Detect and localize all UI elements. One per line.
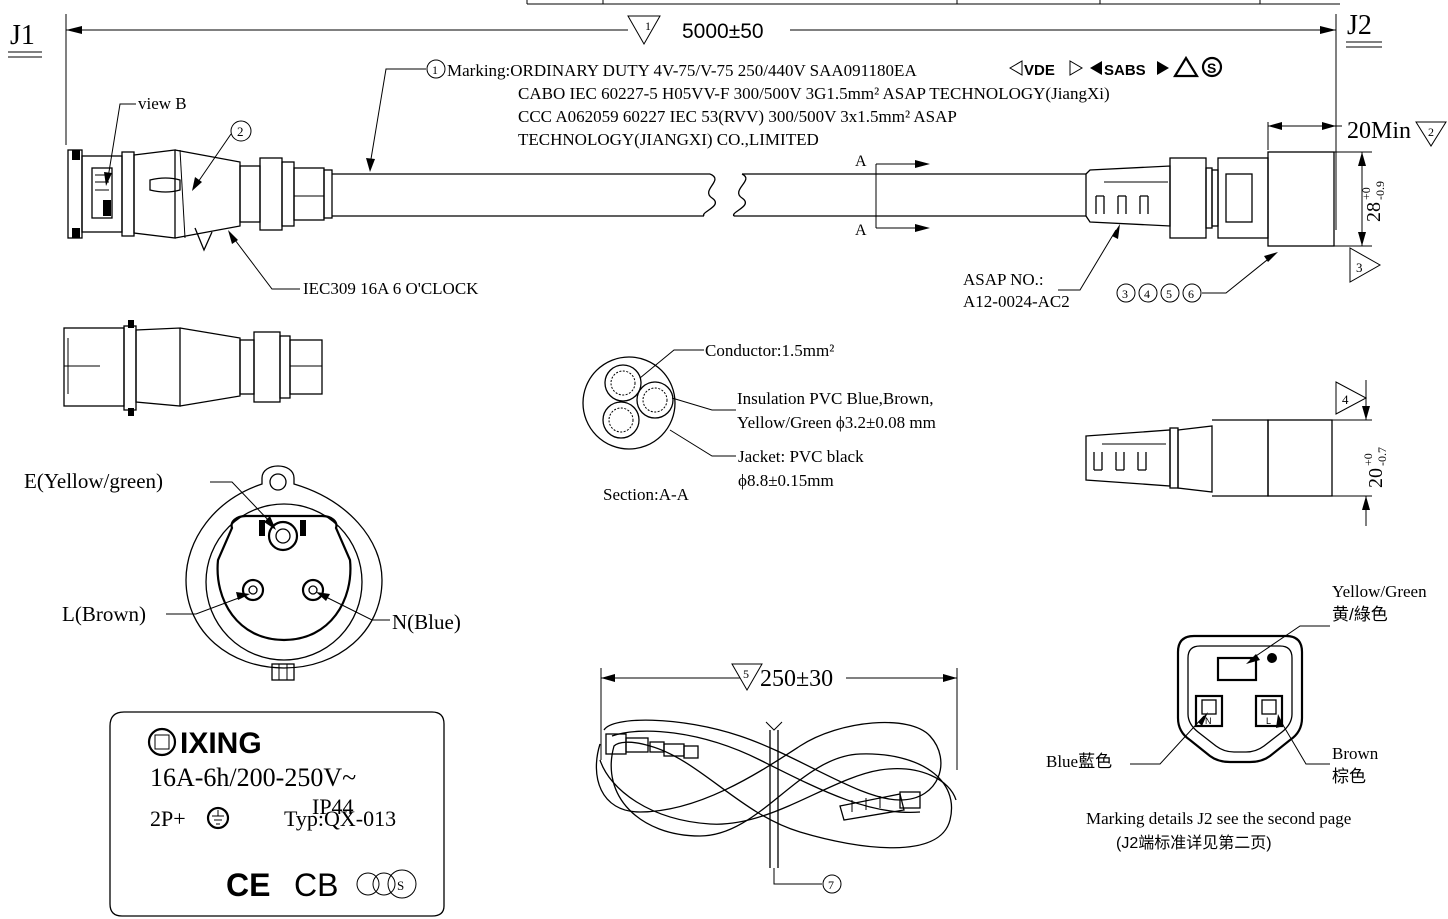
marker-5: 5 xyxy=(743,667,749,681)
view-b-label: view B xyxy=(138,94,187,113)
brown-label: Brown xyxy=(1332,744,1379,763)
iec309-label: IEC309 16A 6 O'CLOCK xyxy=(303,279,479,298)
section-label: Section:A-A xyxy=(603,485,690,504)
marking-note-en: Marking details J2 see the second page xyxy=(1086,809,1351,828)
live-pin-label: L(Brown) xyxy=(62,602,146,626)
svg-text:4: 4 xyxy=(1144,287,1150,301)
poles-label: 2P+ xyxy=(150,806,186,831)
marker-3-dim: 3 xyxy=(1356,260,1363,275)
cable-run: A A xyxy=(332,153,1086,239)
svg-text:3: 3 xyxy=(1122,287,1128,301)
dim20-tol-upper: +0 xyxy=(1361,453,1375,466)
svg-text:S: S xyxy=(1207,60,1216,76)
plug-label-plate: IXING 16A-6h/200-250V~ 2P+ IP44 Typ:QX-0… xyxy=(109,711,445,917)
conductor-label: Conductor:1.5mm² xyxy=(705,341,834,360)
marking-line-3: CCC A062059 60227 IEC 53(RVV) 300/500V 3… xyxy=(518,107,957,126)
insulation-line-2: Yellow/Green ϕ3.2±0.08 mm xyxy=(737,413,936,432)
marker-2: 2 xyxy=(237,124,244,139)
jacket-line-1: Jacket: PVC black xyxy=(738,447,864,466)
j2-label: J2 xyxy=(1347,10,1372,41)
blue-label: Blue藍色 xyxy=(1046,752,1112,771)
j2-connector-top-view xyxy=(1085,419,1333,497)
dim20-tol-lower: -0.7 xyxy=(1375,447,1389,466)
rating-label: 16A-6h/200-250V~ xyxy=(150,763,356,792)
marker-2-dim: 2 xyxy=(1428,125,1434,139)
dim28-tol-upper: +0 xyxy=(1359,187,1373,200)
marking-line-4: TECHNOLOGY(JIANGXI) CO.,LIMITED xyxy=(518,130,819,149)
yellow-green-label: Yellow/Green xyxy=(1332,582,1427,601)
dim28-value: 28 xyxy=(1363,202,1385,222)
ccc-s-mark: S xyxy=(397,878,404,893)
dim20-value: 20 xyxy=(1365,468,1387,488)
j2-connector-side-view xyxy=(1085,151,1335,247)
coil-length: 250±30 xyxy=(760,666,833,692)
length-value: 5000±50 xyxy=(682,20,764,43)
section-a-top: A xyxy=(855,153,867,170)
sabs-mark: SABS xyxy=(1104,62,1146,79)
marker-7: 7 xyxy=(828,878,834,892)
cable-marking-callout: 1 Marking:ORDINARY DUTY 4V-75/V-75 250/4… xyxy=(366,55,1223,172)
asap-no-label: ASAP NO.: xyxy=(963,270,1044,289)
ce-mark: CE xyxy=(226,867,270,903)
ip-rating-label: IP44 xyxy=(312,794,354,819)
marking-note-cn: (J2端标准详见第二页) xyxy=(1116,834,1272,852)
j1-label: J1 xyxy=(10,20,35,51)
jacket-line-2: ϕ8.8±0.15mm xyxy=(738,471,834,490)
j1-plug-top-view xyxy=(63,320,323,416)
min20-label: 20Min xyxy=(1347,118,1411,144)
j1-plug-side-view xyxy=(67,149,333,252)
marking-line-2: CABO IEC 60227-5 H05VV-F 300/500V 3G1.5m… xyxy=(518,84,1110,103)
type-code-label: Typ:QX-013 xyxy=(284,806,396,831)
vde-mark: VDE xyxy=(1024,62,1055,79)
overall-length-dimension: 1 5000±50 xyxy=(65,14,1337,230)
title-block-edge xyxy=(526,0,1340,5)
asap-code: A12-0024-AC2 xyxy=(963,292,1070,311)
section-a-bottom: A xyxy=(855,222,867,239)
marking-line-1: Marking:ORDINARY DUTY 4V-75/V-75 250/440… xyxy=(447,61,917,80)
cb-mark: CB xyxy=(294,867,338,903)
cable-section-aa xyxy=(582,349,736,457)
pin-l: L xyxy=(1266,716,1271,726)
brown-cn-label: 棕色 xyxy=(1332,767,1366,786)
marker-4-dim: 4 xyxy=(1342,392,1349,407)
earth-pin-label: E(Yellow/green) xyxy=(24,469,163,493)
dim28-tol-lower: -0.9 xyxy=(1373,181,1387,200)
insulation-line-1: Insulation PVC Blue,Brown, xyxy=(737,389,933,408)
j1-face-view xyxy=(185,465,383,681)
callouts-3456: 3 4 5 6 xyxy=(1116,252,1278,303)
svg-text:6: 6 xyxy=(1188,287,1194,301)
marker-1: 1 xyxy=(432,63,438,77)
marker-1-top: 1 xyxy=(645,19,651,33)
neutral-pin-label: N(Blue) xyxy=(392,610,461,634)
yellow-green-cn-label: 黄/綠色 xyxy=(1332,605,1388,624)
coiled-cable-view: 5 250±30 7 xyxy=(595,663,958,894)
j2-face-view: N L xyxy=(1130,625,1330,765)
svg-text:5: 5 xyxy=(1166,287,1172,301)
brand-label: IXING xyxy=(180,727,262,760)
pin-n: N xyxy=(1205,716,1212,726)
